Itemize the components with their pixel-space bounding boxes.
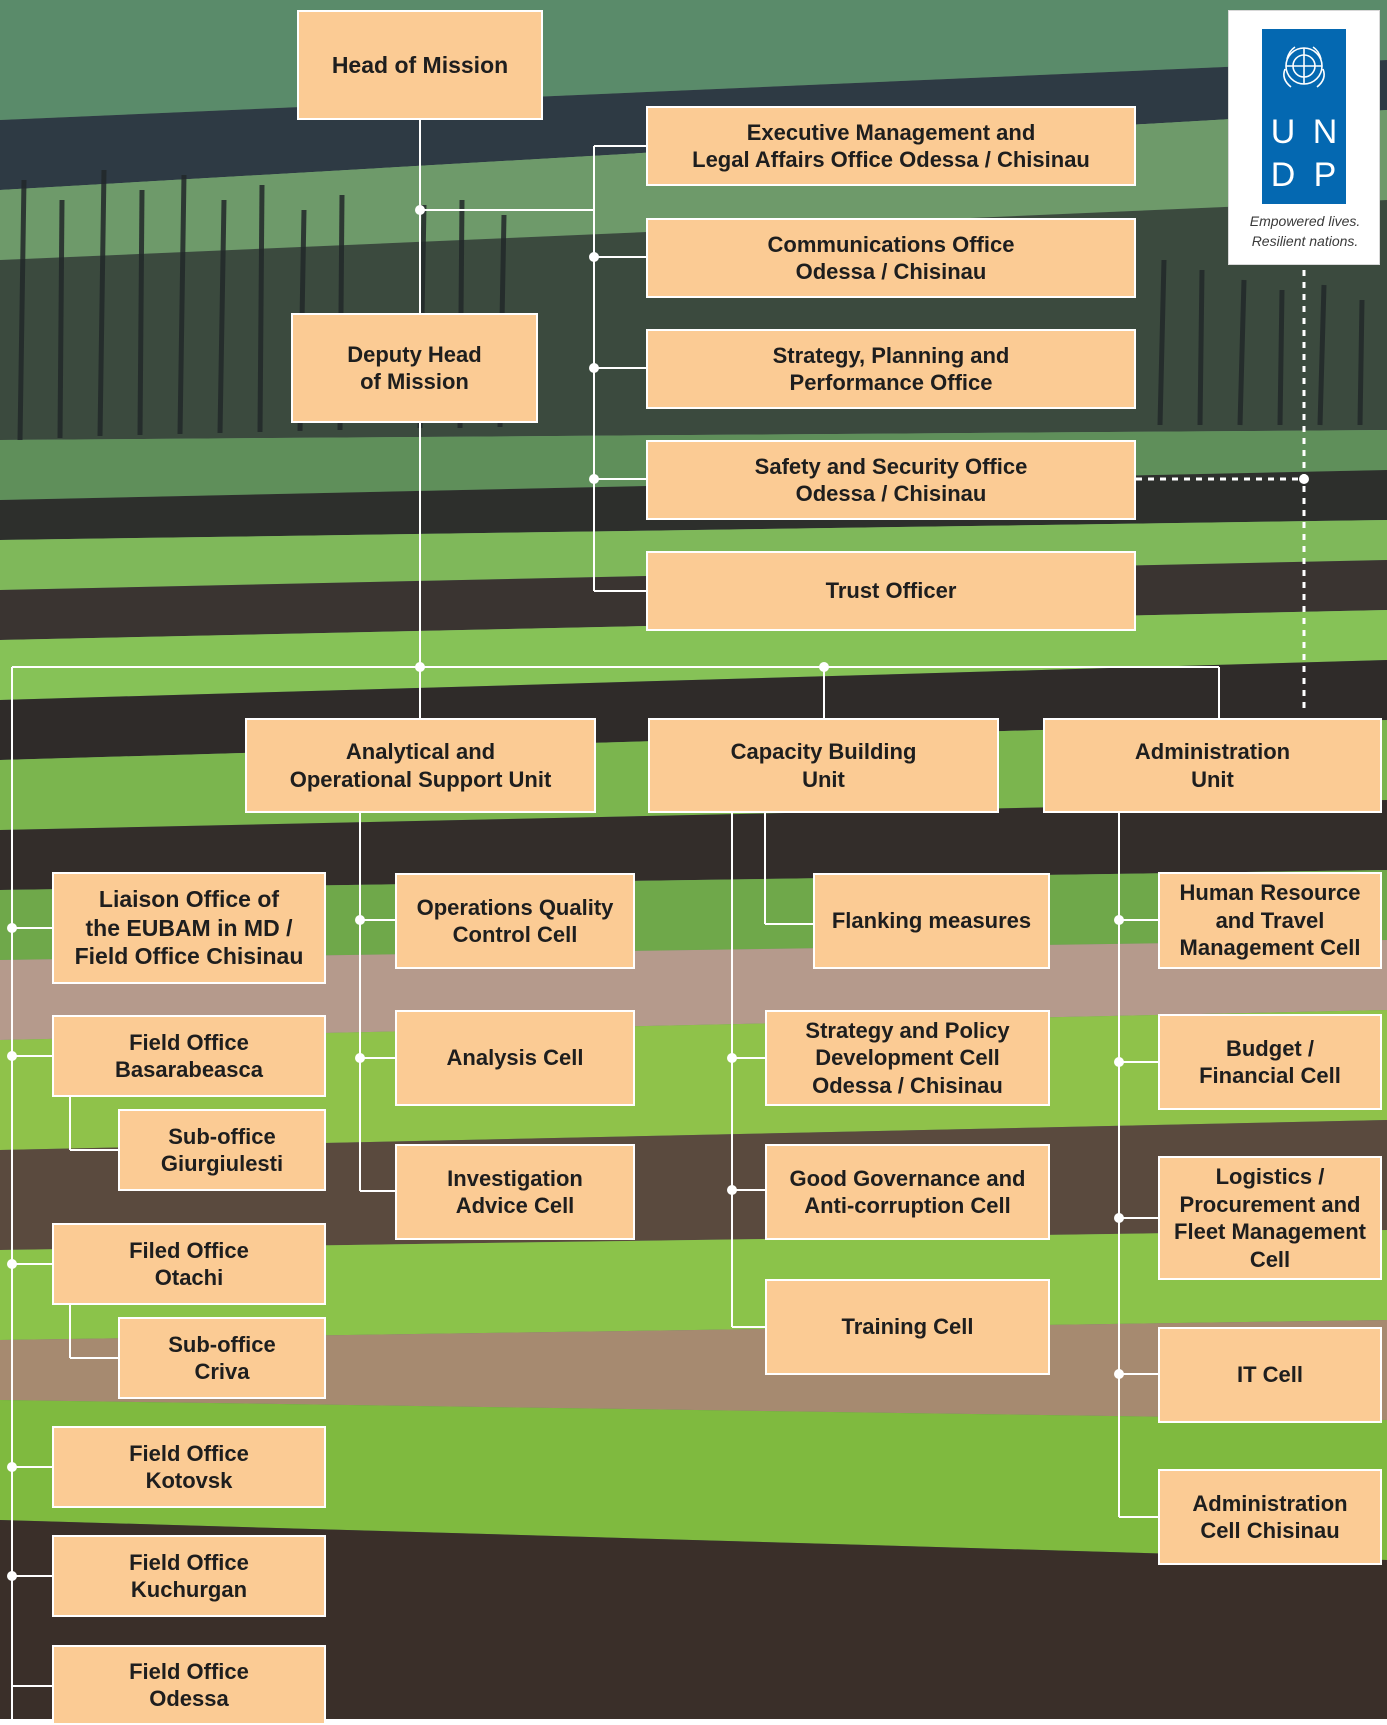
node-label: Field Office xyxy=(129,1658,249,1684)
node-label: Odessa / Chisinau xyxy=(795,481,987,506)
node-label: Field Office xyxy=(129,1029,249,1055)
node-label: Operational Support Unit xyxy=(289,766,552,792)
node-label: Capacity Building xyxy=(730,739,917,764)
node-label: Fleet Management xyxy=(1174,1219,1366,1244)
tagline-line: Empowered lives. xyxy=(1249,213,1361,229)
flanking-measures-box: Flanking measures xyxy=(813,873,1050,969)
logo-letter: D xyxy=(1270,156,1296,194)
node-label: Odessa / Chisinau xyxy=(812,1072,1003,1098)
head-of-mission-box: Head of Mission xyxy=(297,10,543,120)
node-label: Administration xyxy=(1192,1490,1348,1516)
node-label: Strategy and Policy xyxy=(805,1017,1010,1043)
node-label: Investigation xyxy=(447,1165,583,1191)
node-label: Financial Cell xyxy=(1199,1063,1341,1088)
node-label: Executive Management and xyxy=(746,119,1036,145)
node-label: Logistics / xyxy=(1215,1164,1325,1189)
node-label: Odessa xyxy=(149,1686,229,1711)
node-label: Development Cell xyxy=(815,1045,1000,1071)
node-label: Training Cell xyxy=(841,1314,974,1340)
node-label: Human Resource xyxy=(1179,880,1361,906)
node-label: Sub-office xyxy=(168,1123,276,1149)
node-label: Trust Officer xyxy=(825,578,957,604)
node-label: Unit xyxy=(1191,766,1234,792)
node-label: Management Cell xyxy=(1179,935,1361,961)
node-label: Cell xyxy=(1249,1246,1291,1272)
node-label: Kuchurgan xyxy=(130,1577,248,1602)
node-label: Head of Mission xyxy=(331,51,509,78)
node-label: Odessa / Chisinau xyxy=(795,259,987,284)
node-label: Anti-corruption Cell xyxy=(804,1193,1011,1218)
node-label: Procurement and xyxy=(1179,1191,1361,1217)
node-label: Communications Office xyxy=(767,231,1015,257)
node-label: Strategy, Planning and xyxy=(772,342,1010,368)
node-label: of Mission xyxy=(360,369,469,394)
node-label: Liaison Office of xyxy=(98,885,280,912)
undp-logo: U N D P Empowered lives. Resilient natio… xyxy=(1228,10,1380,265)
budget-financial-cell-box: Budget /Financial Cell xyxy=(1158,1014,1382,1110)
node-label: Good Governance and xyxy=(789,1165,1026,1191)
node-label: Cell Chisinau xyxy=(1200,1518,1340,1543)
node-label: Advice Cell xyxy=(455,1193,575,1218)
node-label: Safety and Security Office xyxy=(754,453,1028,479)
logo-letter: P xyxy=(1313,156,1337,194)
tagline-line: Resilient nations. xyxy=(1251,233,1359,249)
node-label: Field Office xyxy=(129,1549,249,1575)
node-label: Legal Affairs Office Odessa / Chisinau xyxy=(692,147,1090,172)
node-label: Sub-office xyxy=(168,1331,276,1357)
node-label: Analytical and xyxy=(345,739,496,764)
node-label: Budget / xyxy=(1225,1035,1314,1061)
node-label: Filed Office xyxy=(129,1237,249,1263)
node-label: Kotovsk xyxy=(145,1468,233,1493)
node-label: Field Office xyxy=(129,1440,249,1466)
node-label: Unit xyxy=(802,766,845,792)
node-label: Giurgiulesti xyxy=(160,1151,284,1176)
analysis-cell-box: Analysis Cell xyxy=(395,1010,635,1106)
training-cell-box: Training Cell xyxy=(765,1279,1050,1375)
un-emblem-icon xyxy=(1283,46,1325,88)
node-label: Performance Office xyxy=(789,370,993,395)
node-label: Flanking measures xyxy=(831,908,1032,934)
trust-officer-box: Trust Officer xyxy=(646,551,1136,631)
logo-letter: U xyxy=(1270,113,1296,151)
node-label: Criva xyxy=(194,1359,250,1384)
node-label: Operations Quality xyxy=(416,894,614,920)
node-label: Control Cell xyxy=(452,922,578,947)
undp-logo-block: U N D P xyxy=(1262,29,1346,204)
it-cell-box: IT Cell xyxy=(1158,1327,1382,1423)
node-label: Basarabeasca xyxy=(114,1057,263,1082)
node-label: IT Cell xyxy=(1236,1362,1303,1388)
node-label: Otachi xyxy=(154,1265,224,1290)
node-label: Field Office Chisinau xyxy=(74,943,304,970)
node-label: Deputy Head xyxy=(347,341,482,367)
logo-tagline: Empowered lives. Resilient nations. xyxy=(1233,211,1377,251)
node-label: Administration xyxy=(1134,739,1291,764)
logo-letter: N xyxy=(1312,113,1338,151)
node-label: Analysis Cell xyxy=(446,1045,584,1071)
node-label: and Travel xyxy=(1215,907,1325,933)
node-label: the EUBAM in MD / xyxy=(85,914,293,941)
